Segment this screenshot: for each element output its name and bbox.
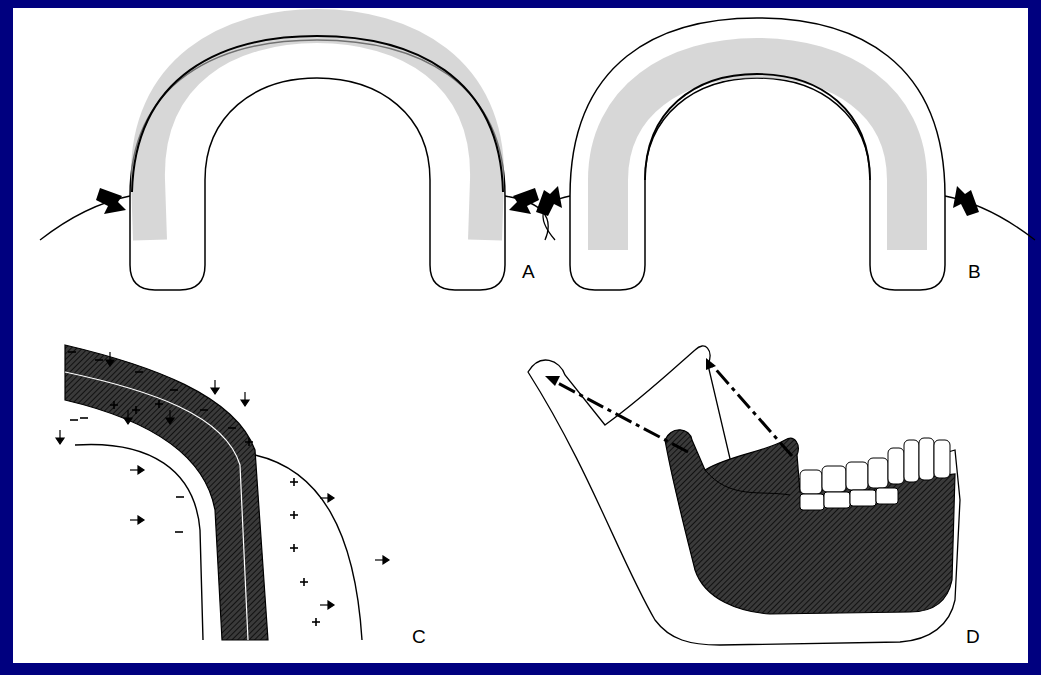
arch-a (40, 26, 548, 290)
remodeling-detail-c (56, 345, 389, 640)
panel-letter: A (522, 262, 535, 281)
panel-letter: C (412, 627, 426, 646)
mandible-d (528, 346, 960, 645)
panel-letter: B (968, 262, 981, 281)
arch-b (536, 18, 1035, 290)
panel-letter: D (966, 627, 980, 646)
